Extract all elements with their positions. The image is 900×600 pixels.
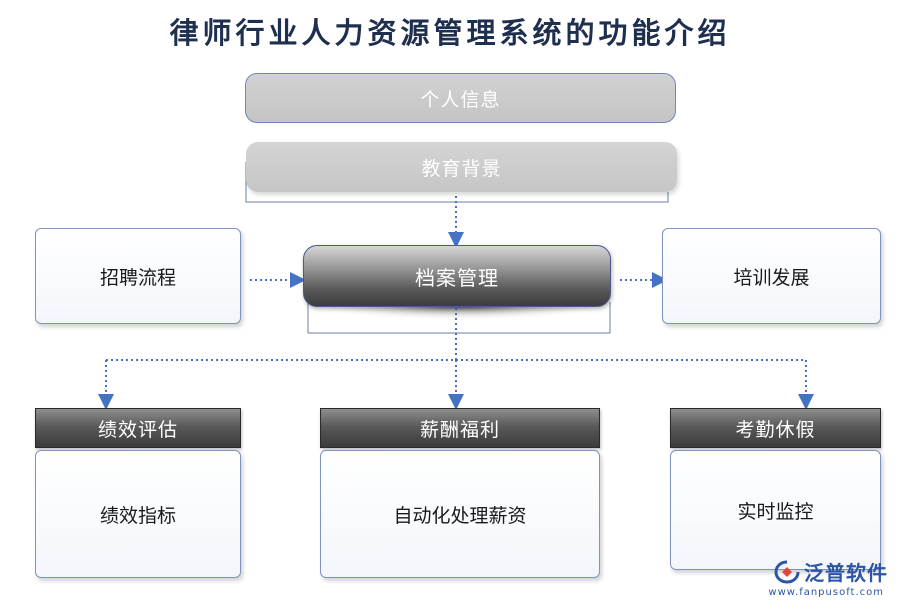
- module-body-compensation: 自动化处理薪资: [320, 450, 600, 578]
- module-body-label: 实时监控: [737, 500, 814, 523]
- personal-info-node: 个人信息: [245, 73, 676, 123]
- module-body-label: 自动化处理薪资: [393, 504, 527, 527]
- education-label: 教育背景: [421, 157, 502, 180]
- personal-info-label: 个人信息: [420, 88, 501, 111]
- module-header-label: 薪酬福利: [419, 418, 500, 441]
- module-header-performance: 绩效评估: [35, 408, 241, 448]
- module-body-performance: 绩效指标: [35, 450, 241, 578]
- module-body-attendance: 实时监控: [670, 450, 881, 570]
- brand-name: 泛普软件: [804, 561, 888, 585]
- archive-management-node: 档案管理: [303, 245, 611, 307]
- module-header-label: 考勤休假: [735, 418, 816, 441]
- training-development-node: 培训发展: [662, 228, 881, 324]
- recruitment-process-node: 招聘流程: [35, 228, 241, 324]
- module-header-label: 绩效评估: [97, 418, 178, 441]
- recruitment-process-label: 招聘流程: [99, 266, 176, 289]
- page-title: 律师行业人力资源管理系统的功能介绍: [169, 16, 731, 50]
- brand-logo: 泛普软件: [774, 557, 888, 586]
- fanpu-logo-icon: [774, 560, 800, 584]
- module-header-attendance: 考勤休假: [670, 408, 881, 448]
- education-node: 教育背景: [246, 142, 677, 192]
- training-development-label: 培训发展: [733, 266, 810, 289]
- archive-management-label: 档案管理: [415, 265, 499, 290]
- module-body-label: 绩效指标: [99, 504, 176, 527]
- brand-url: www.fanpusoft.com: [768, 587, 884, 598]
- module-header-compensation: 薪酬福利: [320, 408, 600, 448]
